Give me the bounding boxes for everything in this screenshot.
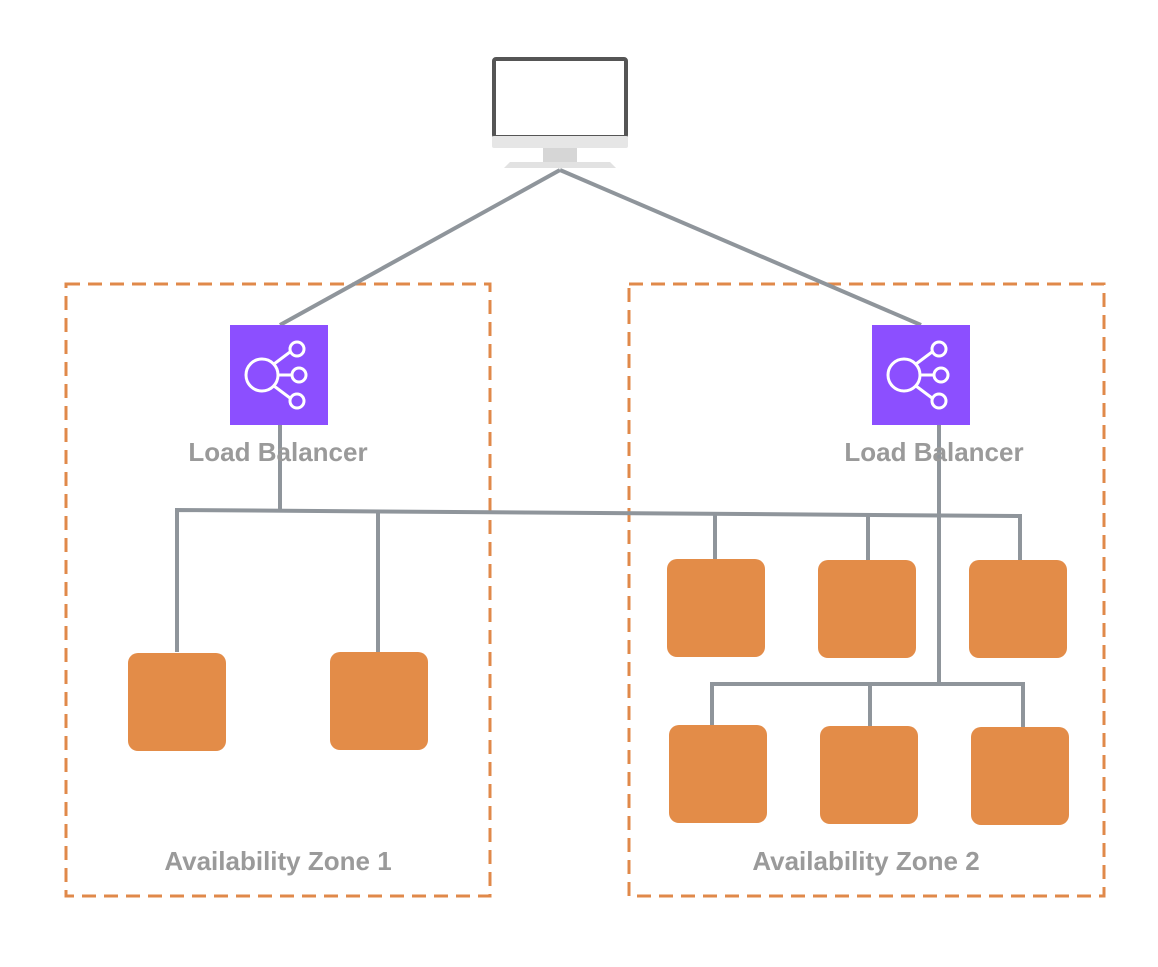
availability-zone-2-label: Availability Zone 2: [752, 846, 980, 876]
load-balancer-1: [230, 325, 328, 425]
client-to-lb1-connector: [279, 168, 561, 327]
az1-instance-1: [128, 653, 226, 751]
instances: [128, 559, 1069, 825]
availability-zone-1-label: Availability Zone 1: [164, 846, 392, 876]
az2-instance-5: [820, 726, 918, 824]
lb2-distribution-bus: [710, 682, 1025, 727]
az1-instance-2: [330, 652, 428, 750]
elastic-load-balancing-icon: [886, 340, 950, 410]
az2-instance-4: [669, 725, 767, 823]
load-balancer-2: [872, 325, 970, 425]
az2-instance-3: [969, 560, 1067, 658]
az2-instance-6: [971, 727, 1069, 825]
lb1-distribution-bus: [175, 507, 1022, 652]
az2-instance-1: [667, 559, 765, 657]
availability-zone-1-box: [64, 282, 492, 898]
load-balancer-1-label: Load Balancer: [188, 437, 368, 467]
client-to-lb2-connector: [559, 168, 922, 327]
connectors: [175, 168, 1025, 727]
elastic-load-balancing-icon: [244, 340, 308, 410]
load-balancer-2-label: Load Balancer: [844, 437, 1024, 467]
availability-zone-2-box: [627, 282, 1106, 898]
desktop-monitor-icon: [492, 57, 628, 168]
az2-instance-2: [818, 560, 916, 658]
